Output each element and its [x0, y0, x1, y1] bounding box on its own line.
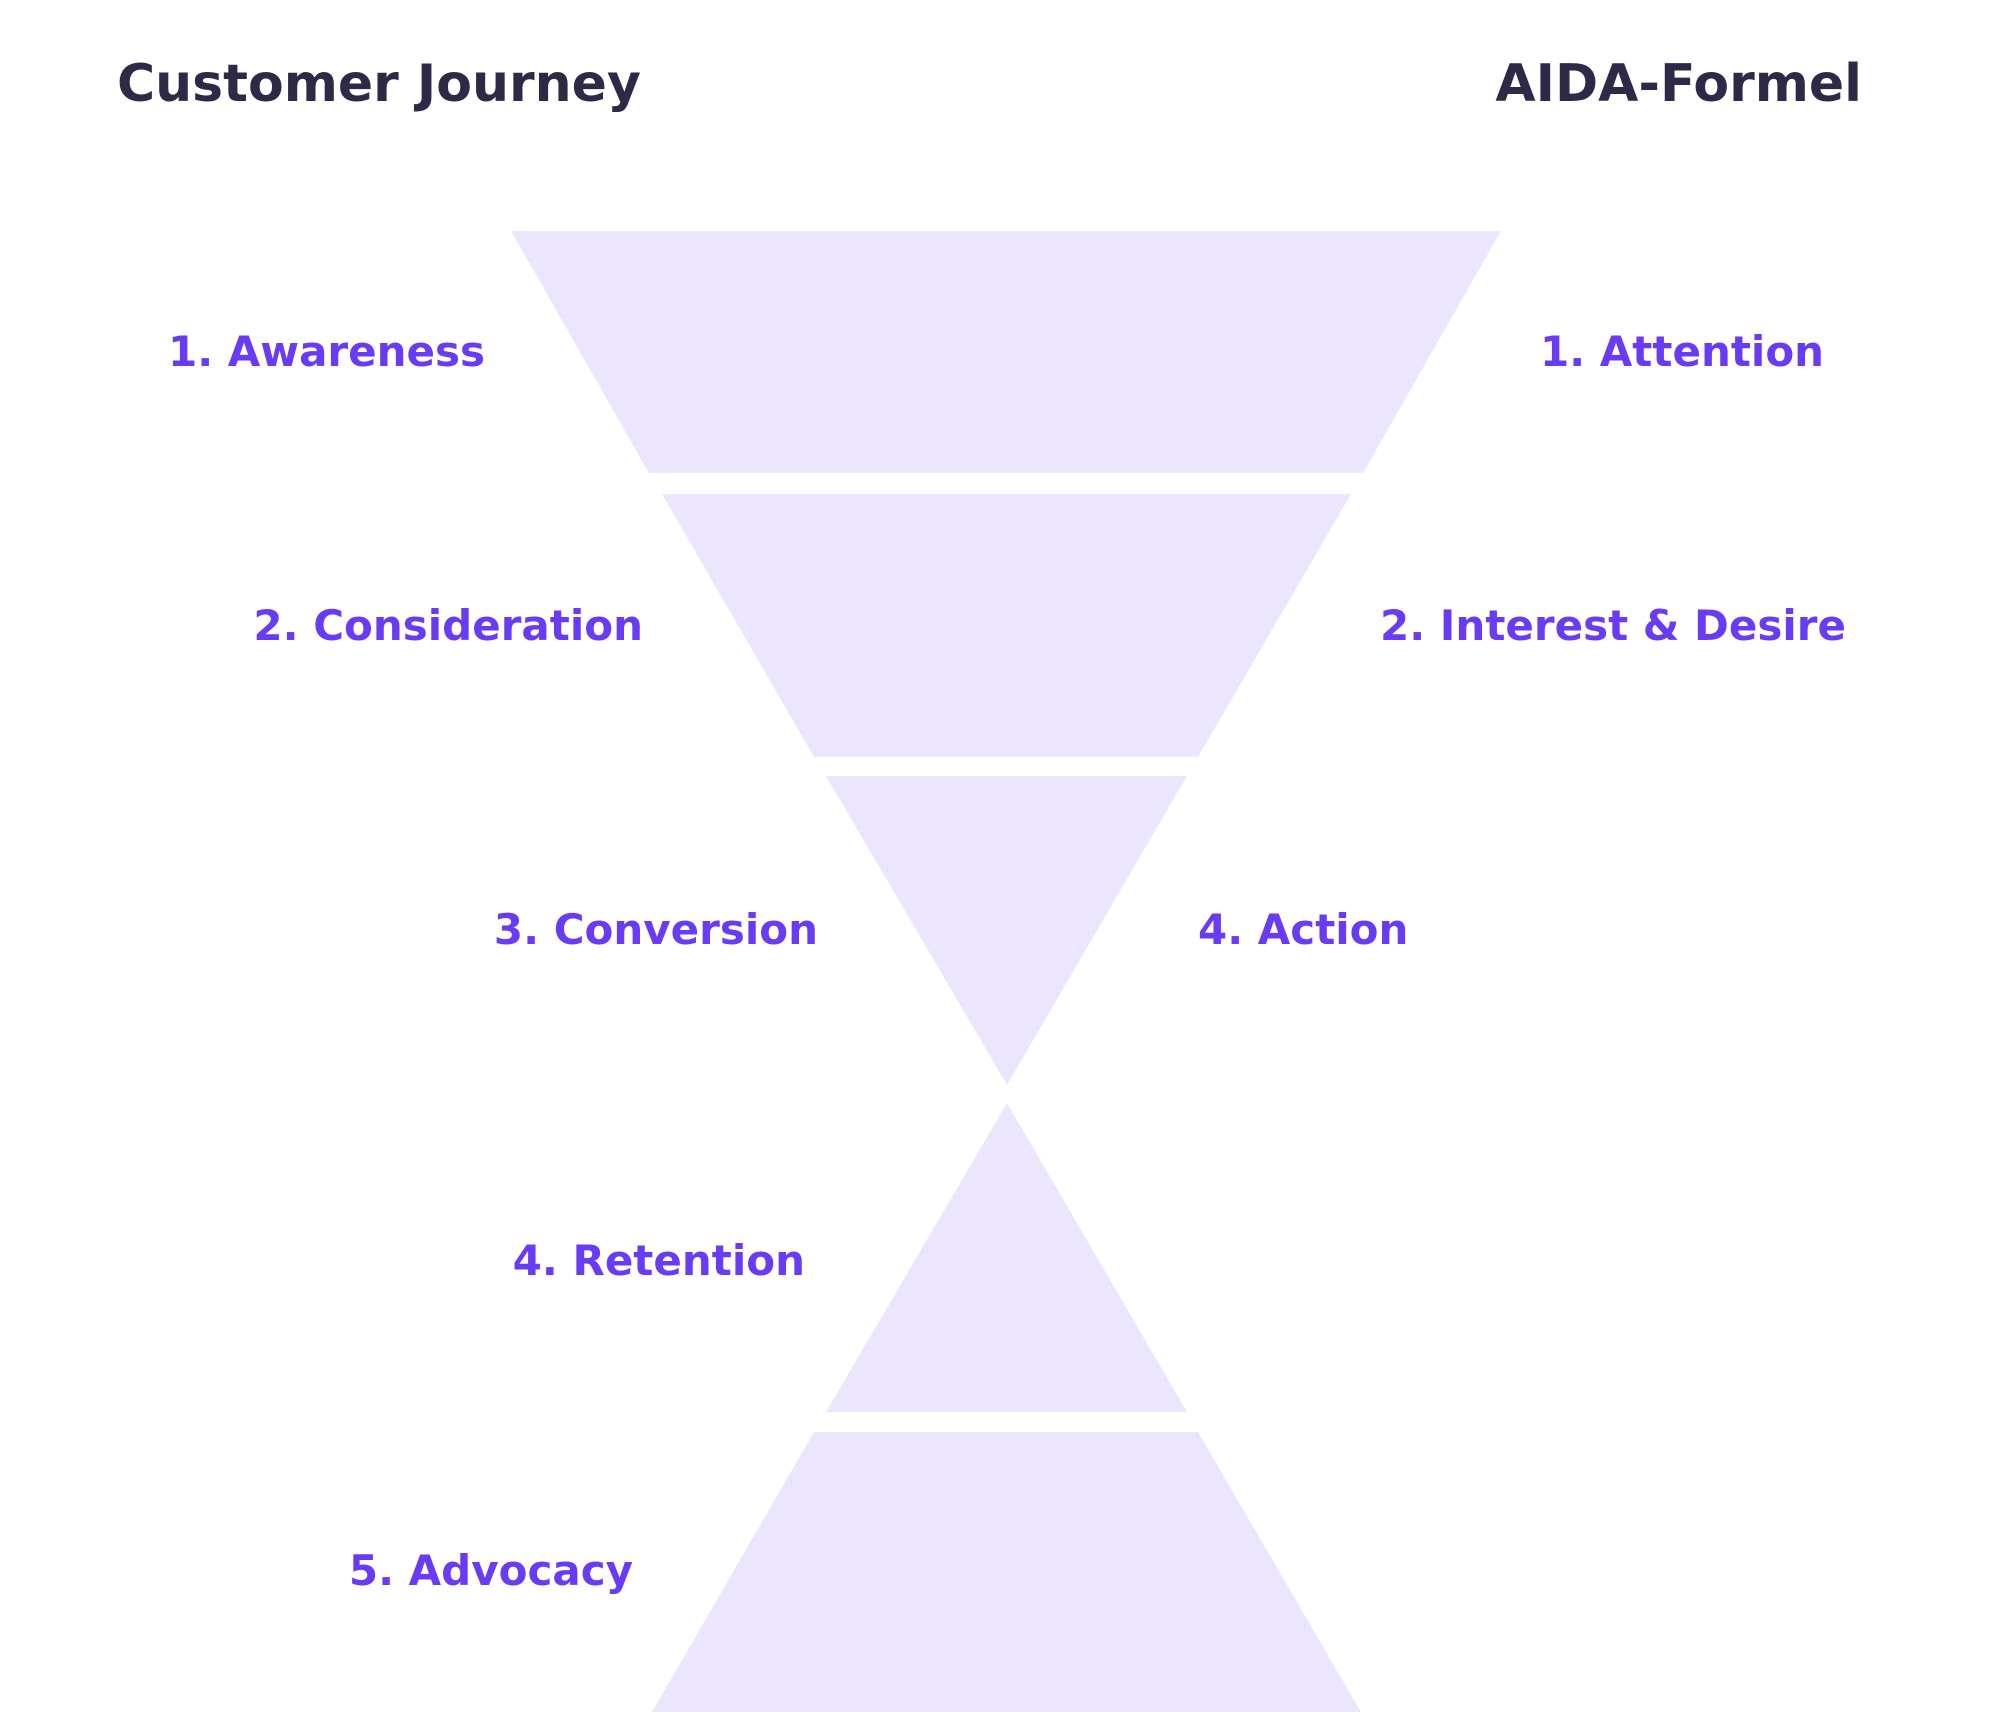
journey-stage-awareness: 1. Awareness [167, 327, 485, 376]
funnel-segment-retention [826, 1103, 1187, 1412]
aida-formula-heading: AIDA-Formel [1495, 54, 1862, 114]
funnel-segment-advocacy [652, 1432, 1361, 1712]
journey-stage-retention: 4. Retention [512, 1236, 805, 1285]
aida-stage-action: 4. Action [1198, 905, 1409, 954]
aida-stage-interest-desire: 2. Interest & Desire [1380, 601, 1846, 650]
journey-stage-advocacy: 5. Advocacy [348, 1546, 633, 1595]
funnel-segment-consideration [662, 494, 1351, 757]
funnel-segment-awareness [511, 231, 1501, 473]
journey-stage-consideration: 2. Consideration [253, 601, 643, 650]
journey-stage-conversion: 3. Conversion [493, 905, 818, 954]
funnel-segment-conversion [826, 776, 1187, 1085]
aida-stage-attention: 1. Attention [1540, 327, 1825, 376]
customer-journey-heading: Customer Journey [117, 54, 641, 114]
